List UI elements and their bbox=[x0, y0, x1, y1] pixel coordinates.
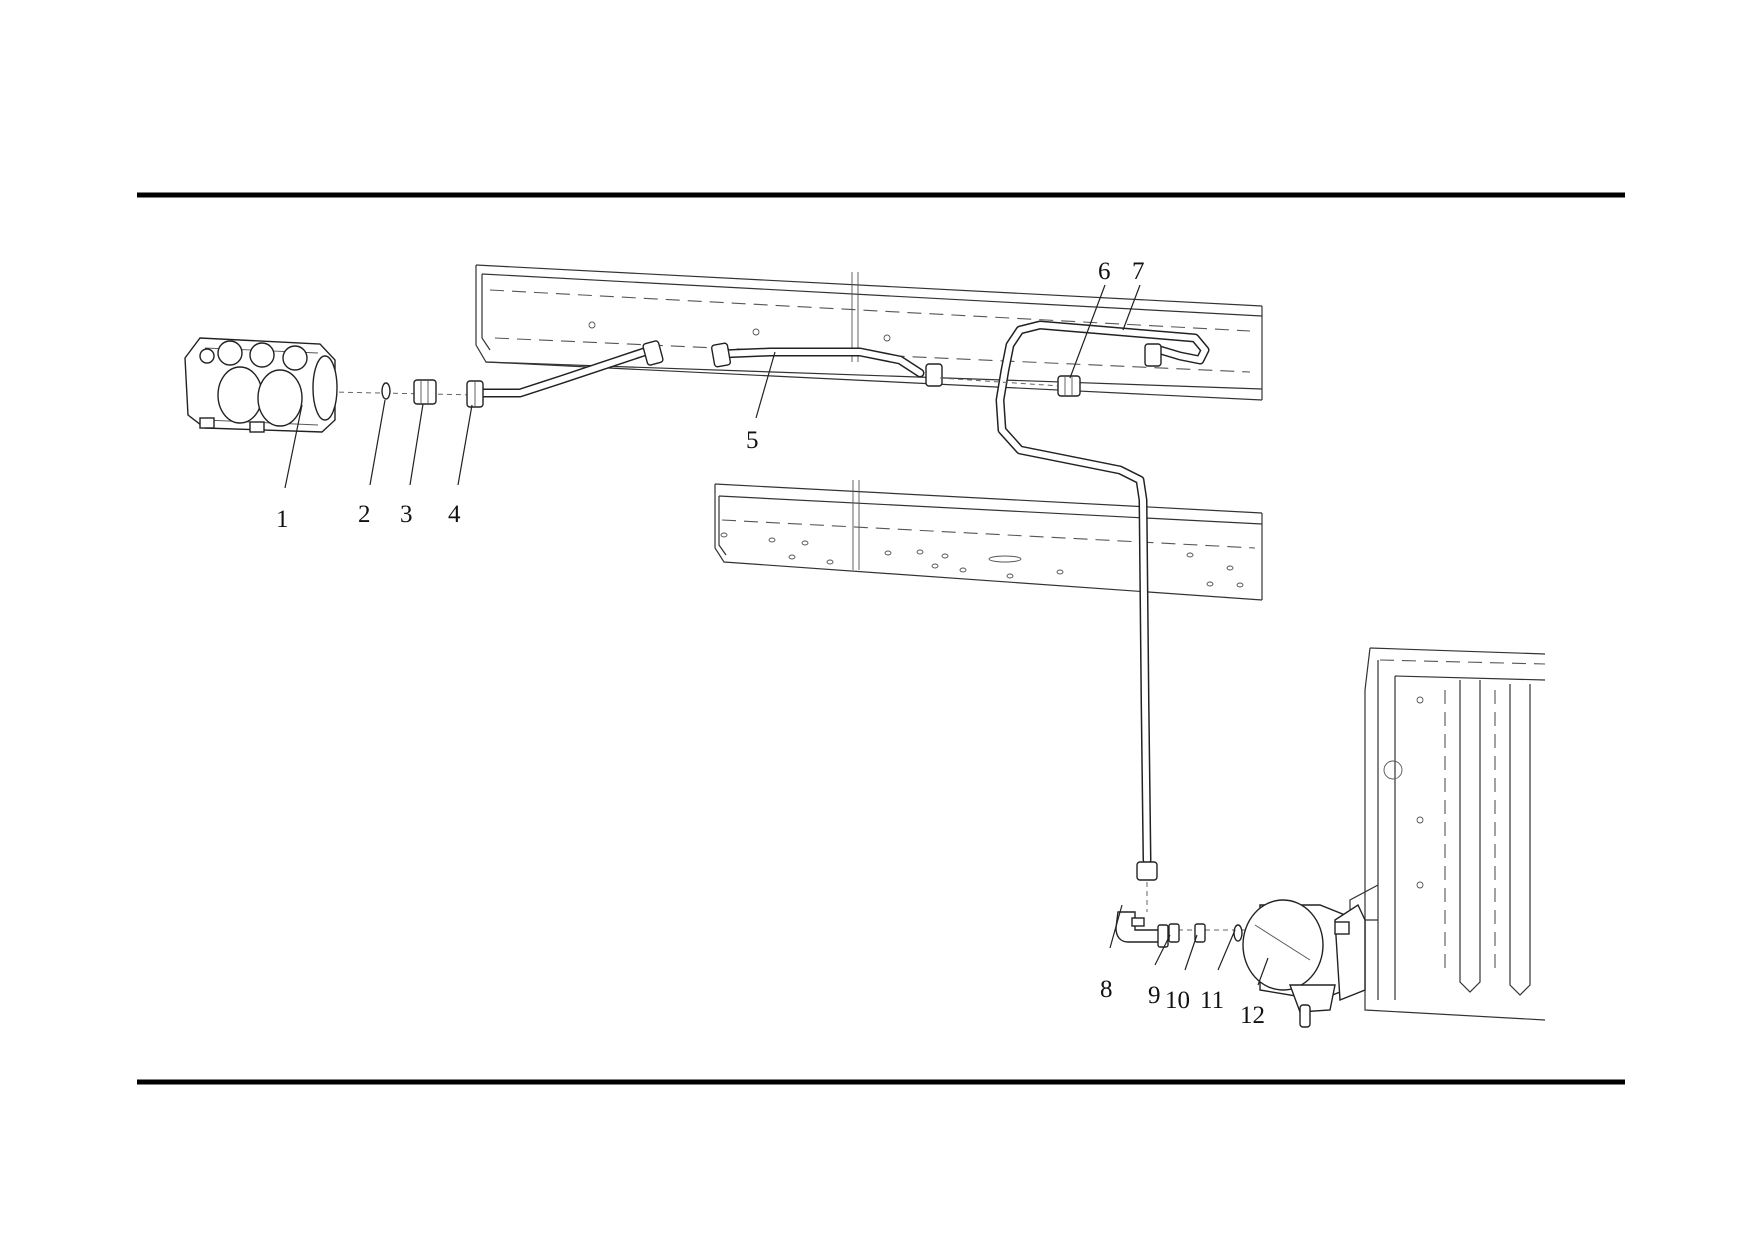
leader-lines bbox=[284, 284, 1269, 986]
callout-10: 10 bbox=[1165, 987, 1190, 1014]
callout-7: 7 bbox=[1132, 258, 1145, 285]
callout-8: 8 bbox=[1100, 976, 1113, 1003]
callout-12: 12 bbox=[1240, 1002, 1265, 1029]
callout-3: 3 bbox=[400, 501, 413, 528]
seal-ring bbox=[1233, 924, 1243, 942]
elbow-fitting bbox=[1115, 911, 1169, 948]
callout-9: 9 bbox=[1148, 982, 1161, 1009]
callout-labels: 1 2 3 4 5 6 7 8 9 10 11 12 bbox=[276, 258, 1265, 1029]
callout-2: 2 bbox=[358, 501, 371, 528]
callout-11: 11 bbox=[1200, 987, 1224, 1014]
callout-1: 1 bbox=[276, 506, 289, 533]
assembly-center-lines bbox=[329, 377, 1245, 931]
upper-frame-rail bbox=[475, 264, 1263, 401]
callout-4: 4 bbox=[448, 501, 461, 528]
middle-frame-rail bbox=[714, 480, 1263, 601]
ring bbox=[1168, 923, 1180, 943]
callout-6: 6 bbox=[1098, 258, 1111, 285]
master-cylinder-reservoir bbox=[1242, 899, 1366, 1028]
tube-nut bbox=[466, 380, 484, 408]
callout-5: 5 bbox=[746, 427, 759, 454]
rear-pipe bbox=[995, 320, 1210, 865]
clutch-booster bbox=[184, 337, 338, 433]
pipe-fittings bbox=[642, 340, 1162, 881]
cab-mounting-panel bbox=[1349, 647, 1546, 1021]
o-ring bbox=[381, 382, 391, 400]
sleeve bbox=[1194, 923, 1206, 943]
union-fitting bbox=[1057, 375, 1081, 397]
front-pipe bbox=[473, 345, 925, 398]
adapter-fitting bbox=[413, 379, 437, 405]
